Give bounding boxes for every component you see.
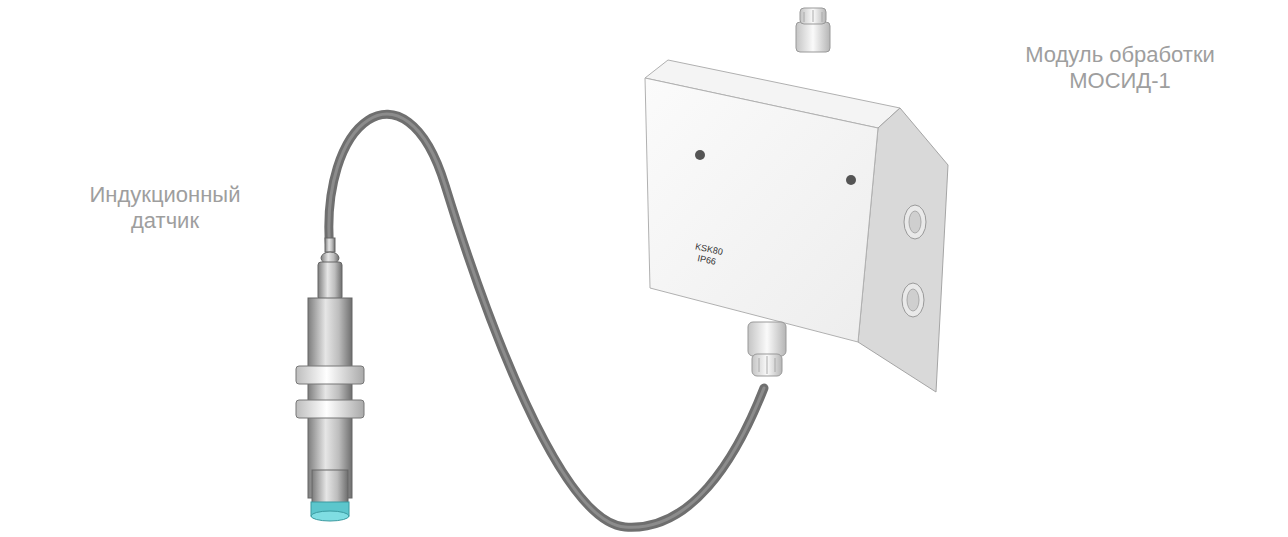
- part-label: Модуль обработки МОСИД-1: [1003, 42, 1238, 95]
- inductive-sensor: [296, 238, 364, 521]
- processing-module: [645, 8, 948, 392]
- part-label: Индукционный датчик: [78, 182, 253, 235]
